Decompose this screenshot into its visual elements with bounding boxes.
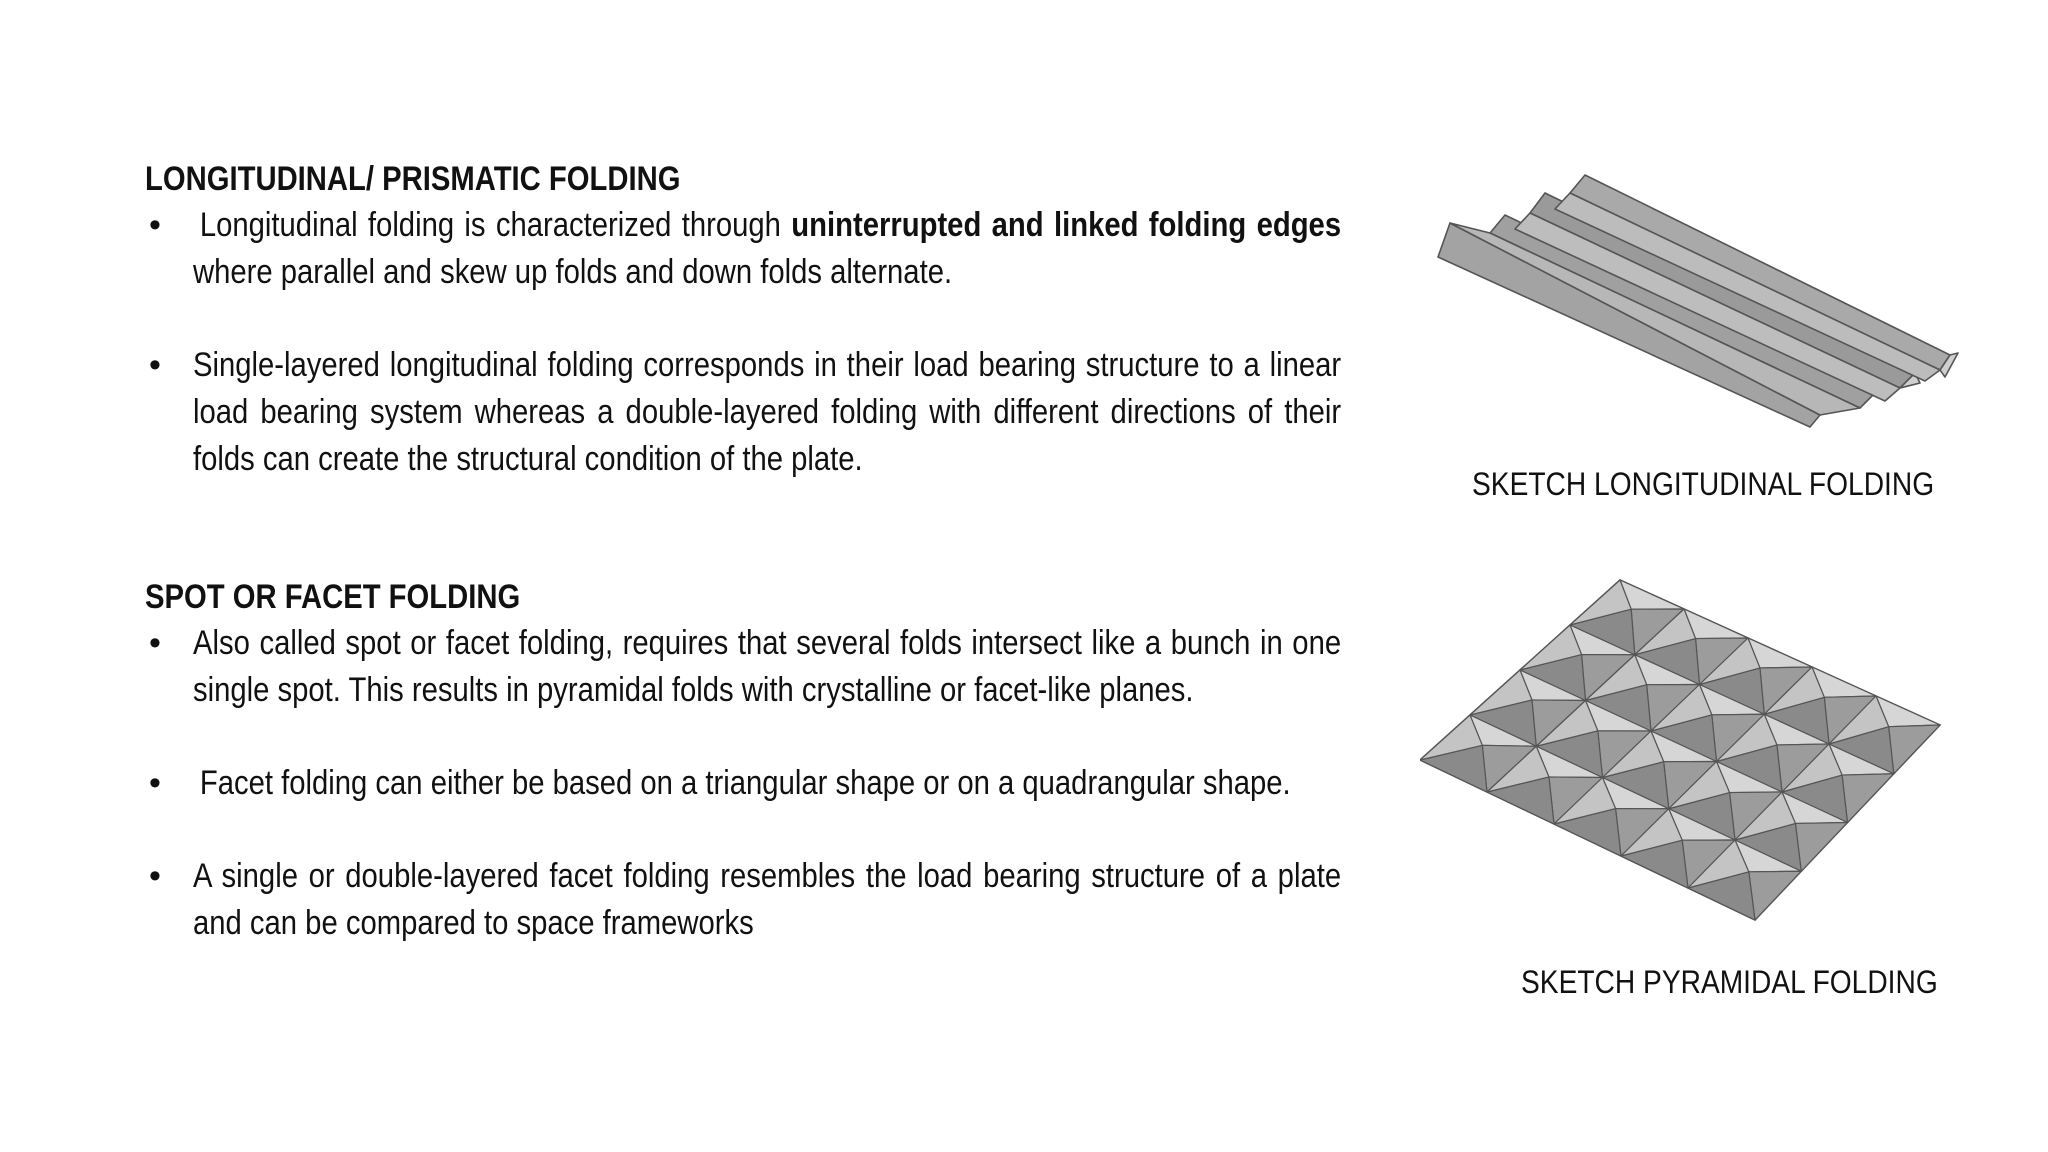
list-item: • Longitudinal folding is characterized … [145, 202, 1342, 296]
list-item: • A single or double-layered facet foldi… [145, 853, 1342, 947]
pyramid-facet [1687, 839, 1750, 889]
figure-caption: SKETCH PYRAMIDAL FOLDING [1521, 964, 1938, 1000]
pyramid-facet [1535, 699, 1599, 747]
pyramid-facet [1828, 695, 1890, 745]
bullet-text: Facet folding can either be based on a t… [199, 764, 1291, 802]
bullet-symbol: • [149, 624, 161, 662]
section-title: SPOT OR FACET FOLDING [145, 578, 521, 616]
pyramid-facet [1584, 654, 1648, 702]
emphasis-text: uninterrupted and linked folding edges [791, 206, 1342, 244]
bullet-symbol: • [149, 206, 161, 244]
longitudinal-folding-sketch-icon [1437, 174, 1959, 428]
figure-caption: SKETCH LONGITUDINAL FOLDING [1472, 466, 1935, 502]
pyramid-facet [1841, 773, 1895, 824]
pyramid-facet [1748, 870, 1802, 921]
bullet-text: Longitudinal folding is characterized th… [193, 206, 1342, 291]
pyramid-facet [1519, 624, 1583, 671]
pyramidal-folding-sketch-icon [1420, 579, 1942, 921]
section-title: LONGITUDINAL/ PRISMATIC FOLDING [145, 160, 681, 198]
bullet-text: Single-layered longitudinal folding corr… [193, 346, 1342, 478]
list-item: • Single-layered longitudinal folding co… [145, 342, 1342, 483]
pyramid-facet [1781, 743, 1843, 793]
bullet-text: A single or double-layered facet folding… [193, 857, 1342, 942]
pyramid-facet [1601, 730, 1665, 779]
pyramid-facet [1794, 821, 1849, 872]
pyramid-facet [1553, 776, 1617, 825]
pyramid-facet [1734, 791, 1797, 841]
pyramid-facet [1763, 666, 1825, 715]
pyramid-facet [1888, 724, 1941, 775]
section-longitudinal: LONGITUDINAL/ PRISMATIC FOLDING • Longit… [145, 156, 1342, 483]
pyramid-facet [1569, 579, 1632, 626]
bullet-symbol: • [149, 346, 161, 384]
pyramid-facet [1634, 608, 1697, 656]
pyramid-facet [1715, 713, 1778, 763]
section-facet: SPOT OR FACET FOLDING • Also called spot… [145, 574, 1342, 947]
bullet-text: Also called spot or facet folding, requi… [193, 624, 1342, 709]
pyramid-facet [1668, 760, 1731, 810]
bullet-symbol: • [149, 857, 161, 895]
list-item: • Also called spot or facet folding, req… [145, 620, 1342, 714]
bullet-symbol: • [149, 764, 161, 802]
pyramid-facet [1420, 714, 1483, 761]
pyramid-facet [1486, 745, 1550, 793]
pyramid-facet [1698, 637, 1761, 686]
pyramid-facet [1620, 808, 1683, 857]
pyramid-facet [1650, 683, 1713, 732]
pyramid-facet [1469, 669, 1533, 716]
list-item: • Facet folding can either be based on a… [145, 760, 1340, 807]
